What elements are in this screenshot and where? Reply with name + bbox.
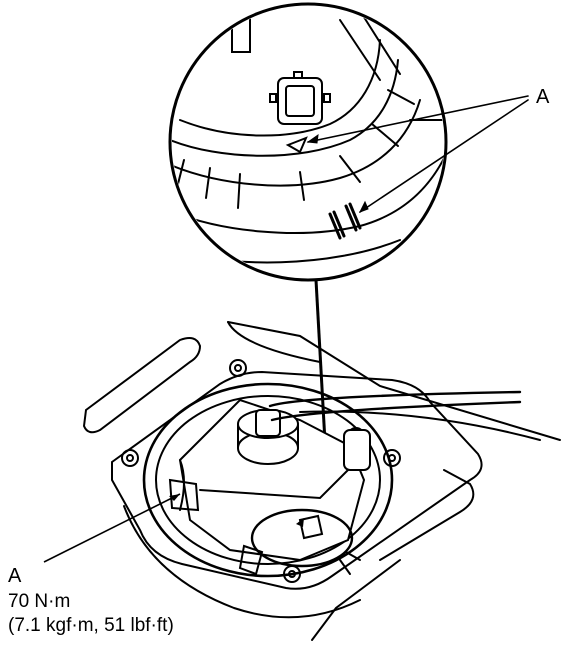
torque-spec-secondary: (7.1 kgf·m, 51 lbf·ft): [8, 615, 174, 636]
mounting-ring: [142, 382, 394, 578]
torque-spec-primary: 70 N·m: [8, 591, 70, 612]
ring-inner-arc: [172, 59, 399, 157]
detail-connector: [277, 77, 323, 125]
detail-leader-2: [359, 99, 529, 213]
detail-magnifier: [168, 2, 529, 282]
alignment-mark-lines: [328, 202, 362, 240]
assembly-label-a: A: [8, 565, 22, 587]
fuel-hose: [268, 390, 522, 422]
alignment-mark-triangle: [285, 136, 308, 154]
flange-inner-arc: [172, 99, 421, 187]
zoom-target-ring: [250, 508, 354, 568]
detail-leader-1: [307, 95, 529, 143]
side-connector: [343, 429, 371, 471]
detail-label-a: A: [536, 86, 550, 108]
access-slot: [82, 337, 202, 434]
fuel-pump-assembly: [82, 321, 561, 641]
assembly-leader: [43, 493, 181, 563]
